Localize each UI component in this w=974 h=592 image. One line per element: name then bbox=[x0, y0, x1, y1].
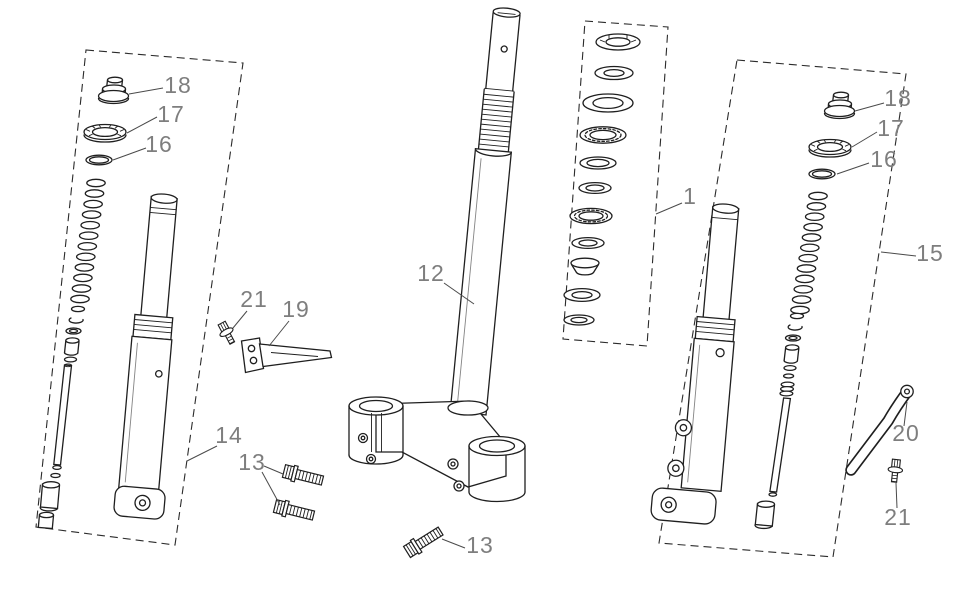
leader-lines bbox=[112, 87, 917, 549]
callout-clamp-bolt-bottom: 13 bbox=[466, 532, 494, 558]
spring-seat-right-part bbox=[808, 138, 852, 158]
bearing-stack bbox=[563, 33, 641, 326]
steering-stem-part bbox=[449, 7, 521, 416]
leader-13-bottom bbox=[441, 538, 466, 549]
clamp-bolt-a bbox=[281, 462, 325, 489]
callout-labels: 18 17 16 12 1 14 19 21 13 13 18 17 16 15… bbox=[145, 72, 944, 558]
fork-leg-left bbox=[113, 193, 178, 520]
bearing-race-b bbox=[578, 181, 612, 195]
lower-bearing bbox=[569, 207, 613, 225]
lower-triple-clamp bbox=[348, 396, 526, 503]
bearing-race-a bbox=[579, 156, 617, 170]
fork-cap-left-part bbox=[97, 76, 130, 105]
leader-13-left-a bbox=[263, 465, 284, 475]
lock-washer bbox=[594, 65, 634, 81]
upper-bearing bbox=[579, 126, 627, 144]
callout-steering-stem: 12 bbox=[417, 260, 445, 286]
fork-cap-right-part bbox=[823, 91, 856, 120]
spring-seat-left-part bbox=[83, 123, 127, 143]
clamp-bolt-bottom-part bbox=[402, 523, 446, 560]
callout-fork-cap-left: 18 bbox=[164, 72, 192, 98]
leader-16-left bbox=[112, 147, 147, 161]
leader-18-right bbox=[854, 102, 885, 112]
callout-o-ring-left: 16 bbox=[145, 131, 173, 157]
leader-12 bbox=[443, 282, 475, 305]
damper-parts-right bbox=[754, 312, 805, 530]
damper-parts-left bbox=[37, 305, 86, 530]
leader-17-left bbox=[126, 116, 158, 134]
leader-21-right bbox=[895, 482, 898, 509]
callout-fork-cap-right: 18 bbox=[884, 85, 912, 111]
leader-19 bbox=[268, 320, 290, 347]
leader-17-right bbox=[851, 131, 878, 148]
leader-15 bbox=[880, 251, 917, 257]
right-fork-kit-boundary bbox=[658, 59, 907, 558]
leader-16-right bbox=[836, 162, 870, 175]
callout-bearing-kit: 1 bbox=[683, 183, 697, 209]
fork-spring-left bbox=[70, 178, 106, 304]
callout-o-ring-right: 16 bbox=[870, 146, 898, 172]
fork-leg-right bbox=[650, 203, 740, 525]
o-ring-right-part bbox=[808, 168, 836, 180]
leader-13-left-b bbox=[261, 471, 281, 506]
stem-nut bbox=[595, 33, 641, 51]
cone-race bbox=[570, 257, 600, 276]
leader-18-left bbox=[128, 87, 164, 95]
left-fork-kit-boundary bbox=[35, 49, 244, 546]
flange-bolt-right-part bbox=[886, 458, 905, 484]
callout-spring-seat-left: 17 bbox=[157, 101, 185, 127]
dust-seal bbox=[563, 287, 601, 303]
clamp-bolt-b bbox=[272, 497, 316, 524]
fork-spring-right bbox=[790, 191, 828, 315]
leader-1 bbox=[655, 202, 683, 215]
callout-small-bolt-right: 21 bbox=[884, 504, 912, 530]
callout-fork-assembly-left: 14 bbox=[215, 422, 243, 448]
callout-fork-assembly-right: 15 bbox=[916, 240, 944, 266]
callout-spring-seat-right: 17 bbox=[877, 115, 905, 141]
lower-race bbox=[563, 314, 595, 326]
leader-14 bbox=[186, 445, 218, 462]
leader-20 bbox=[903, 401, 908, 427]
bearing-kit-boundary bbox=[562, 20, 669, 347]
flange-bolt-left-part bbox=[214, 319, 240, 347]
leader-21-left bbox=[232, 310, 248, 329]
stay-lever-part bbox=[845, 384, 914, 476]
cable-guide-bracket bbox=[240, 337, 333, 374]
callout-stay-lever: 20 bbox=[892, 420, 920, 446]
bearing-race-c bbox=[571, 236, 605, 250]
o-ring-left-part bbox=[85, 154, 113, 166]
callout-cable-bracket: 19 bbox=[282, 296, 310, 322]
callout-small-bolt-left: 21 bbox=[240, 286, 268, 312]
dust-cover bbox=[582, 93, 634, 113]
callout-clamp-bolts-left: 13 bbox=[238, 449, 266, 475]
